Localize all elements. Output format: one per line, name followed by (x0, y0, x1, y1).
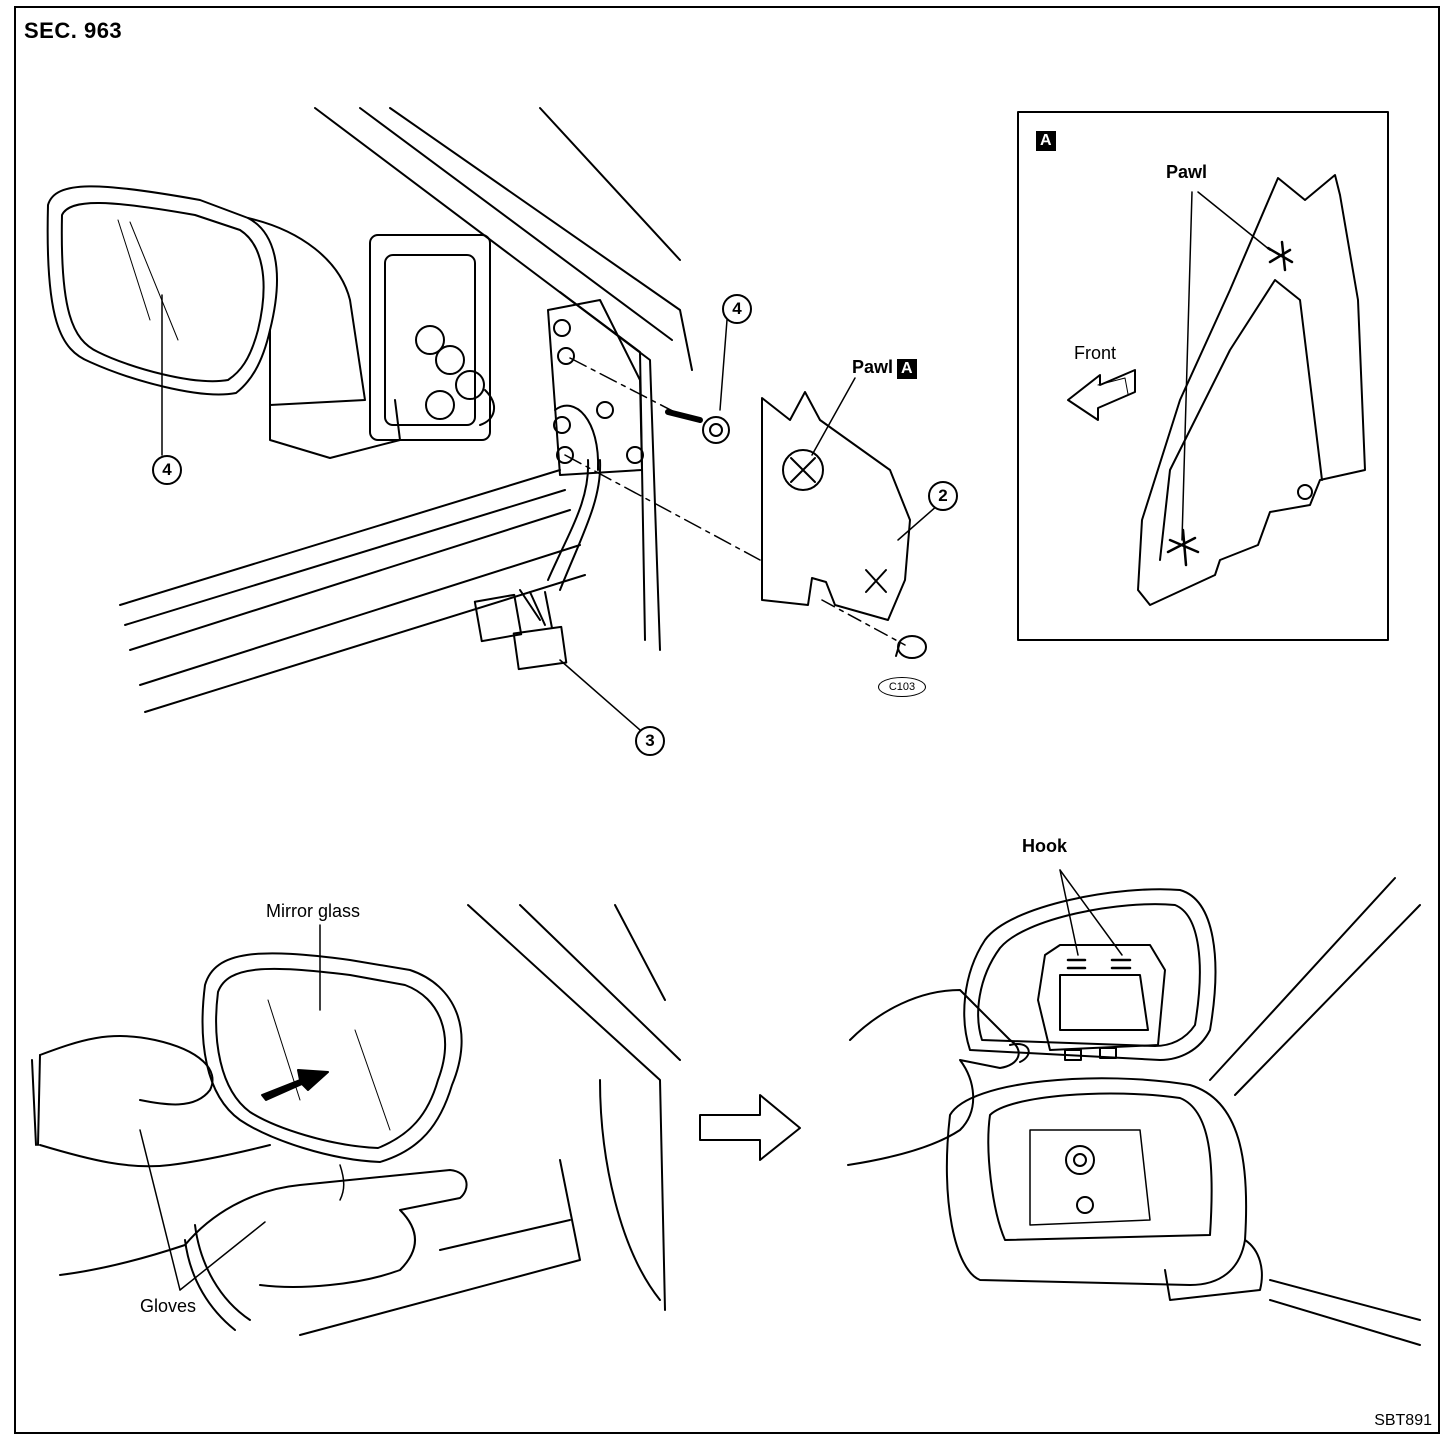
inset-front-label: Front (1074, 343, 1117, 363)
leader-bolt (719, 319, 728, 411)
inset-a-cover (1137, 174, 1366, 606)
mirror-housing-open (945, 1077, 1263, 1301)
hook-hand (847, 989, 1030, 1166)
callout-mirror-assembly: 4 (152, 455, 182, 485)
leader-connector (559, 659, 641, 731)
removal-arrow (261, 1069, 329, 1101)
front-arrow (1067, 369, 1136, 421)
wire-harness (473, 459, 602, 671)
leader-pawl-a (811, 377, 856, 456)
gloves-label: Gloves (140, 1296, 197, 1316)
mirror-assembly (46, 185, 495, 459)
door-mount-plate (547, 299, 644, 476)
section-label: SEC. 963 (24, 18, 123, 43)
diagram-frame (14, 6, 1440, 1434)
leader-gloves-1 (139, 1129, 181, 1291)
clip-code: C103 (878, 677, 926, 697)
leader-gloves-2 (179, 1221, 266, 1291)
bottom-right-door (1209, 877, 1421, 1346)
leader-cover (897, 504, 939, 541)
callout-bolt: 4 (722, 294, 752, 324)
callout-cover: 2 (928, 481, 958, 511)
inner-cover (564, 391, 911, 621)
bolt (569, 357, 730, 444)
inset-pawl-label: Pawl (1166, 162, 1208, 182)
mirror-back-plate (963, 888, 1217, 1061)
leader-hook-1 (1059, 869, 1079, 956)
leader-hook-2 (1059, 869, 1123, 956)
door-frame-lines (119, 107, 693, 713)
inset-a-border (1017, 111, 1389, 641)
mirror-glass-housing (201, 952, 463, 1163)
clip (821, 599, 927, 659)
right-hand (59, 1164, 468, 1331)
leader-inset-pawl-2 (1181, 191, 1193, 541)
callout-connector: 3 (635, 726, 665, 756)
leader-inset-pawl-1 (1197, 191, 1271, 251)
left-hand (31, 1034, 271, 1168)
sequence-arrow (699, 1094, 801, 1161)
drawing-code: SBT891 (1374, 1412, 1432, 1429)
hook-label: Hook (1022, 836, 1067, 856)
mirror-glass-label: Mirror glass (266, 901, 361, 921)
inset-a-letter: A (1036, 131, 1056, 151)
bottom-left-door (299, 904, 681, 1336)
